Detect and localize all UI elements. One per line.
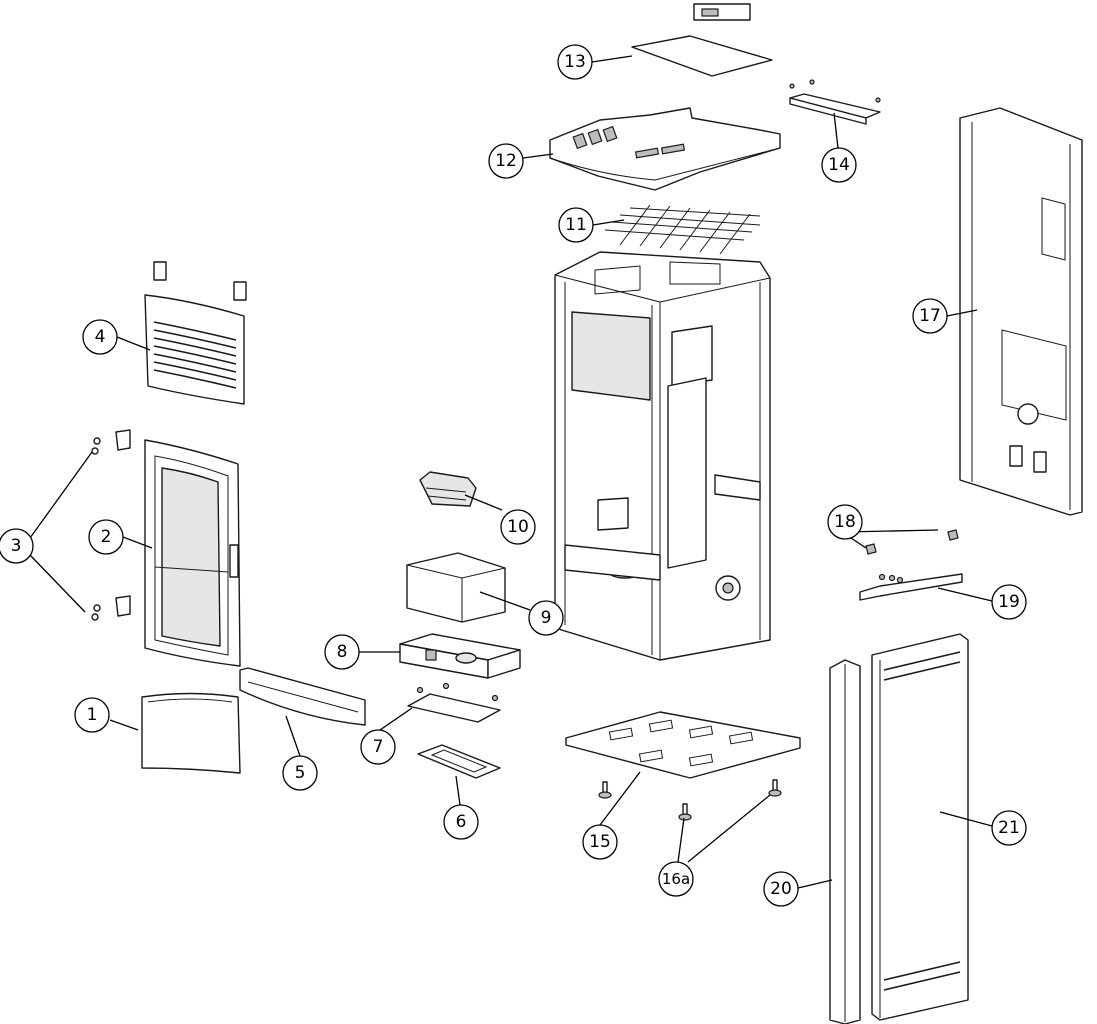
callout-6: 6 — [443, 804, 479, 840]
part-14-rail — [789, 79, 881, 125]
callout-label: 5 — [295, 763, 306, 783]
callout-21: 21 — [991, 810, 1027, 846]
callout-2: 2 — [88, 519, 124, 555]
callout-label: 9 — [541, 608, 552, 628]
part-7-plate — [407, 682, 501, 723]
part-4-top-grille — [144, 261, 247, 405]
callout-label: 17 — [919, 306, 941, 326]
callout-20: 20 — [763, 871, 799, 907]
callout-label: 20 — [770, 879, 792, 899]
part-15-base-plate — [565, 711, 801, 779]
callout-18: 18 — [827, 504, 863, 540]
part-18-screws — [865, 529, 959, 555]
callout-label: 16a — [662, 870, 690, 888]
callout-label: 21 — [998, 818, 1020, 838]
callout-3: 3 — [0, 528, 34, 564]
callout-label: 10 — [507, 517, 529, 537]
callout-label: 11 — [565, 215, 587, 235]
part-20-side-column — [829, 659, 861, 1024]
callout-label: 6 — [456, 812, 467, 832]
leader-lines — [29, 55, 993, 889]
part-6-gasket-frame — [417, 744, 501, 779]
part-13-top-plate — [631, 3, 773, 77]
callout-15: 15 — [582, 824, 618, 860]
callout-17: 17 — [912, 298, 948, 334]
callout-label: 2 — [101, 527, 112, 547]
part-5-bracket-bar — [239, 667, 366, 726]
callout-5: 5 — [282, 755, 318, 791]
part-19-bracket — [859, 573, 963, 601]
part-8-ash-tray — [399, 633, 521, 679]
callout-label: 14 — [828, 155, 850, 175]
part-16a-feet — [598, 779, 782, 821]
callout-label: 13 — [564, 52, 586, 72]
part-11-mesh — [604, 204, 761, 255]
callout-16a: 16a — [658, 861, 694, 897]
callout-label: 15 — [589, 832, 611, 852]
callout-label: 12 — [495, 151, 517, 171]
callout-9: 9 — [528, 600, 564, 636]
part-2-door — [144, 439, 241, 667]
callout-14: 14 — [821, 147, 857, 183]
callout-10: 10 — [500, 509, 536, 545]
part-9-box — [406, 552, 506, 623]
callout-label: 7 — [373, 737, 384, 757]
part-21-side-panel — [871, 633, 969, 1021]
callout-19: 19 — [991, 584, 1027, 620]
callout-label: 4 — [95, 327, 106, 347]
callout-12: 12 — [488, 143, 524, 179]
callout-13: 13 — [557, 44, 593, 80]
part-10-burner-pot — [419, 471, 477, 507]
callout-label: 1 — [87, 705, 98, 725]
callout-label: 19 — [998, 592, 1020, 612]
callout-8: 8 — [324, 634, 360, 670]
main-body-frame — [554, 251, 771, 661]
callout-label: 8 — [337, 642, 348, 662]
part-17-back-panel — [959, 107, 1083, 516]
callout-1: 1 — [74, 697, 110, 733]
part-1-lower-front-panel — [141, 692, 241, 774]
callout-label: 3 — [11, 536, 22, 556]
callout-label: 18 — [834, 512, 856, 532]
callout-11: 11 — [558, 207, 594, 243]
callout-4: 4 — [82, 319, 118, 355]
part-3-hinges — [91, 429, 131, 621]
part-12-top-cover — [549, 107, 781, 191]
callout-7: 7 — [360, 729, 396, 765]
